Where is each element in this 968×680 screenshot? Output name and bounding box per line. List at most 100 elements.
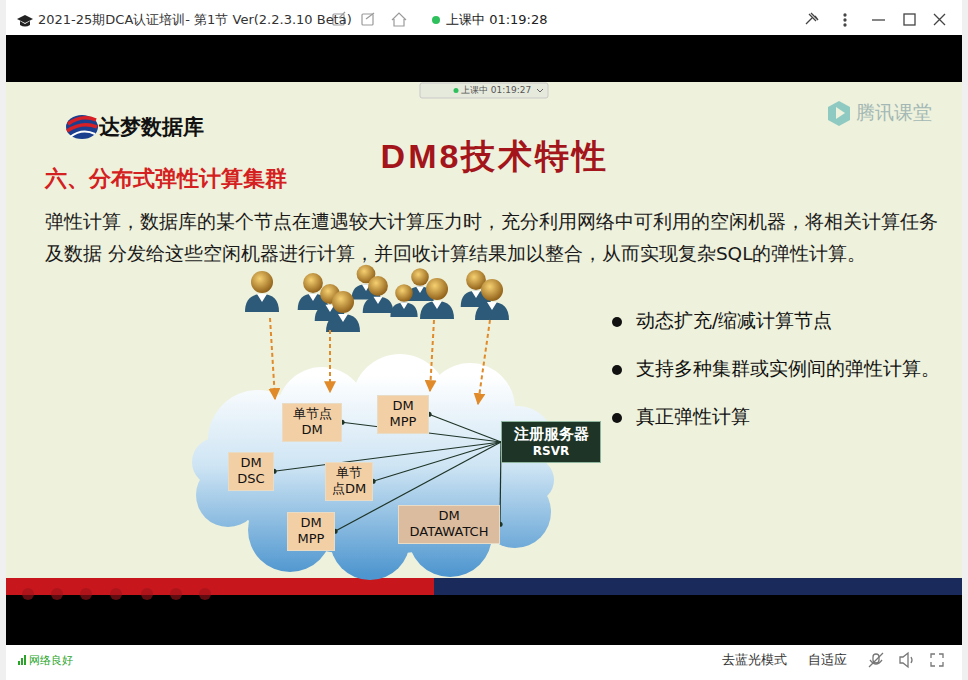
shape-path xyxy=(836,107,845,119)
bullet xyxy=(612,317,622,327)
bullet-text: 支持多种集群或实例间的弹性计算。 xyxy=(636,357,940,380)
shape-path xyxy=(67,125,97,131)
live-badge xyxy=(420,83,548,98)
shape-rect xyxy=(362,14,373,25)
shape-path xyxy=(900,653,912,667)
shape-path xyxy=(70,132,95,137)
cloud xyxy=(192,354,554,580)
toolbar-button: 去蓝光模式 xyxy=(722,652,787,668)
shape-circle xyxy=(141,588,153,600)
shape-path xyxy=(270,318,275,399)
shape-use xyxy=(390,284,417,317)
shape-rect xyxy=(24,655,26,665)
node-label: 单节点DM xyxy=(330,465,368,498)
server-code: RSVR xyxy=(533,444,569,459)
node-label: 单节点DM xyxy=(287,406,337,439)
node-label: DM DATAWATCH xyxy=(403,508,495,541)
connector-line xyxy=(429,414,501,442)
db-node: DM MPP xyxy=(287,512,335,551)
app-icon xyxy=(17,15,33,27)
bullet-text: 真正弹性计算 xyxy=(636,405,750,428)
bottom-bar xyxy=(6,645,962,680)
slide-toolbar-icons xyxy=(22,588,211,600)
register-server: 注册服务器RSVR xyxy=(501,421,601,463)
toolbar-button: 自适应 xyxy=(808,652,847,668)
shape-path xyxy=(828,101,850,126)
connector-line xyxy=(274,442,501,471)
shape-use xyxy=(363,276,394,313)
shape-circle xyxy=(844,14,846,16)
shape-circle xyxy=(110,588,122,600)
shape-path xyxy=(934,14,945,25)
network-status: 网络良好 xyxy=(29,654,73,667)
shape-use xyxy=(475,279,509,320)
db-node: DM DSC xyxy=(228,452,274,491)
slide-navy-bar xyxy=(434,578,962,595)
bullet xyxy=(612,413,622,423)
db-node: DM MPP xyxy=(377,395,429,434)
tencent-logo xyxy=(828,101,850,126)
status-dot xyxy=(454,88,459,93)
shape-path xyxy=(68,118,96,124)
shape-use xyxy=(420,278,454,319)
db-node: DM DATAWATCH xyxy=(398,505,500,544)
bullet-text: 动态扩充/缩减计算节点 xyxy=(636,309,832,332)
black-band xyxy=(6,35,962,82)
shape-circle xyxy=(22,588,34,600)
brand-name: 达梦数据库 xyxy=(99,115,204,140)
live-status: 上课中 01:19:27 xyxy=(461,85,531,96)
section-heading: 六、分布式弹性计算集群 xyxy=(45,166,287,192)
shape-path xyxy=(17,15,33,23)
shape-use xyxy=(326,291,360,332)
node-label: DM MPP xyxy=(382,398,424,431)
db-node: 单节点DM xyxy=(282,403,342,442)
db-node: 单节点DM xyxy=(325,462,373,501)
shape-path xyxy=(366,13,374,19)
node-label: DM MPP xyxy=(292,515,330,548)
shape-path xyxy=(806,13,818,24)
status-dot xyxy=(432,16,440,24)
shape-path xyxy=(869,653,883,667)
shape-circle xyxy=(199,588,211,600)
node-label: DM DSC xyxy=(233,455,269,488)
shape-rect xyxy=(18,661,20,665)
description: 弹性计算，数据库的某个节点在遭遇较大计算压力时，充分利用网络中可利用的空闲机器，… xyxy=(45,206,940,270)
black-band xyxy=(6,595,962,645)
slide-red-bar xyxy=(6,578,434,595)
dameng-logo xyxy=(66,115,98,139)
shape-path xyxy=(478,320,490,404)
shape-path xyxy=(931,654,943,666)
media-icons xyxy=(869,653,943,667)
shape-rect xyxy=(904,14,915,25)
shape-circle xyxy=(844,24,846,26)
window-title: 2021-25期DCA认证培训- 第1节 Ver(2.2.3.10 Beta) xyxy=(38,12,352,28)
slide-title: DM8技术特性 xyxy=(381,136,610,177)
chevron xyxy=(537,89,543,92)
shape-path xyxy=(872,19,885,20)
slide-background xyxy=(6,82,962,578)
shape-circle xyxy=(80,588,92,600)
live-status: 上课中 01:19:28 xyxy=(446,12,548,28)
title-bar xyxy=(6,0,962,35)
signal-icon xyxy=(18,655,26,665)
shape-use xyxy=(245,271,279,312)
shape-path xyxy=(329,330,331,392)
shape-circle xyxy=(170,588,182,600)
watermark: 腾讯课堂 xyxy=(856,101,932,124)
shape-rect xyxy=(21,658,23,665)
shape-path xyxy=(430,320,434,391)
shape-circle xyxy=(844,19,846,21)
request-arrows xyxy=(270,318,490,404)
shape-circle xyxy=(51,588,63,600)
shape-ellipse xyxy=(66,115,98,139)
users-illustration xyxy=(245,265,509,332)
connector-line xyxy=(373,442,501,481)
shape-path xyxy=(392,13,406,26)
server-name: 注册服务器 xyxy=(514,425,589,444)
bullet xyxy=(612,365,622,375)
window-controls xyxy=(806,13,945,26)
